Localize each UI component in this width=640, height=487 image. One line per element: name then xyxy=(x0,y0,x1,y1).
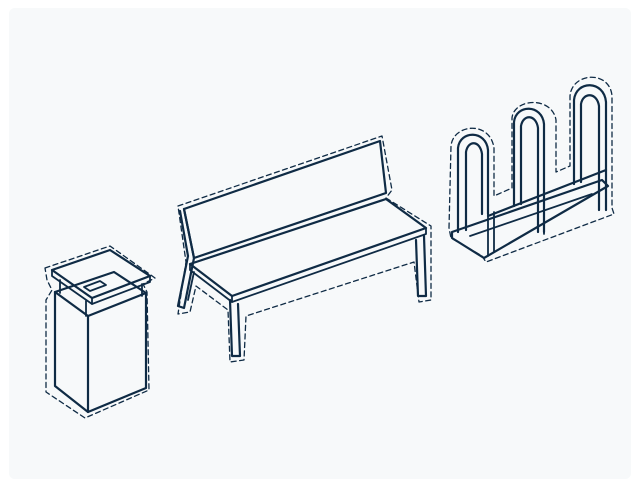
background xyxy=(9,8,631,479)
bike-rack-icon xyxy=(448,76,615,263)
trash-bin-icon xyxy=(44,245,156,419)
illustration-panel xyxy=(9,8,631,479)
street-furniture-illustration xyxy=(9,8,631,479)
bench-icon xyxy=(176,135,432,363)
